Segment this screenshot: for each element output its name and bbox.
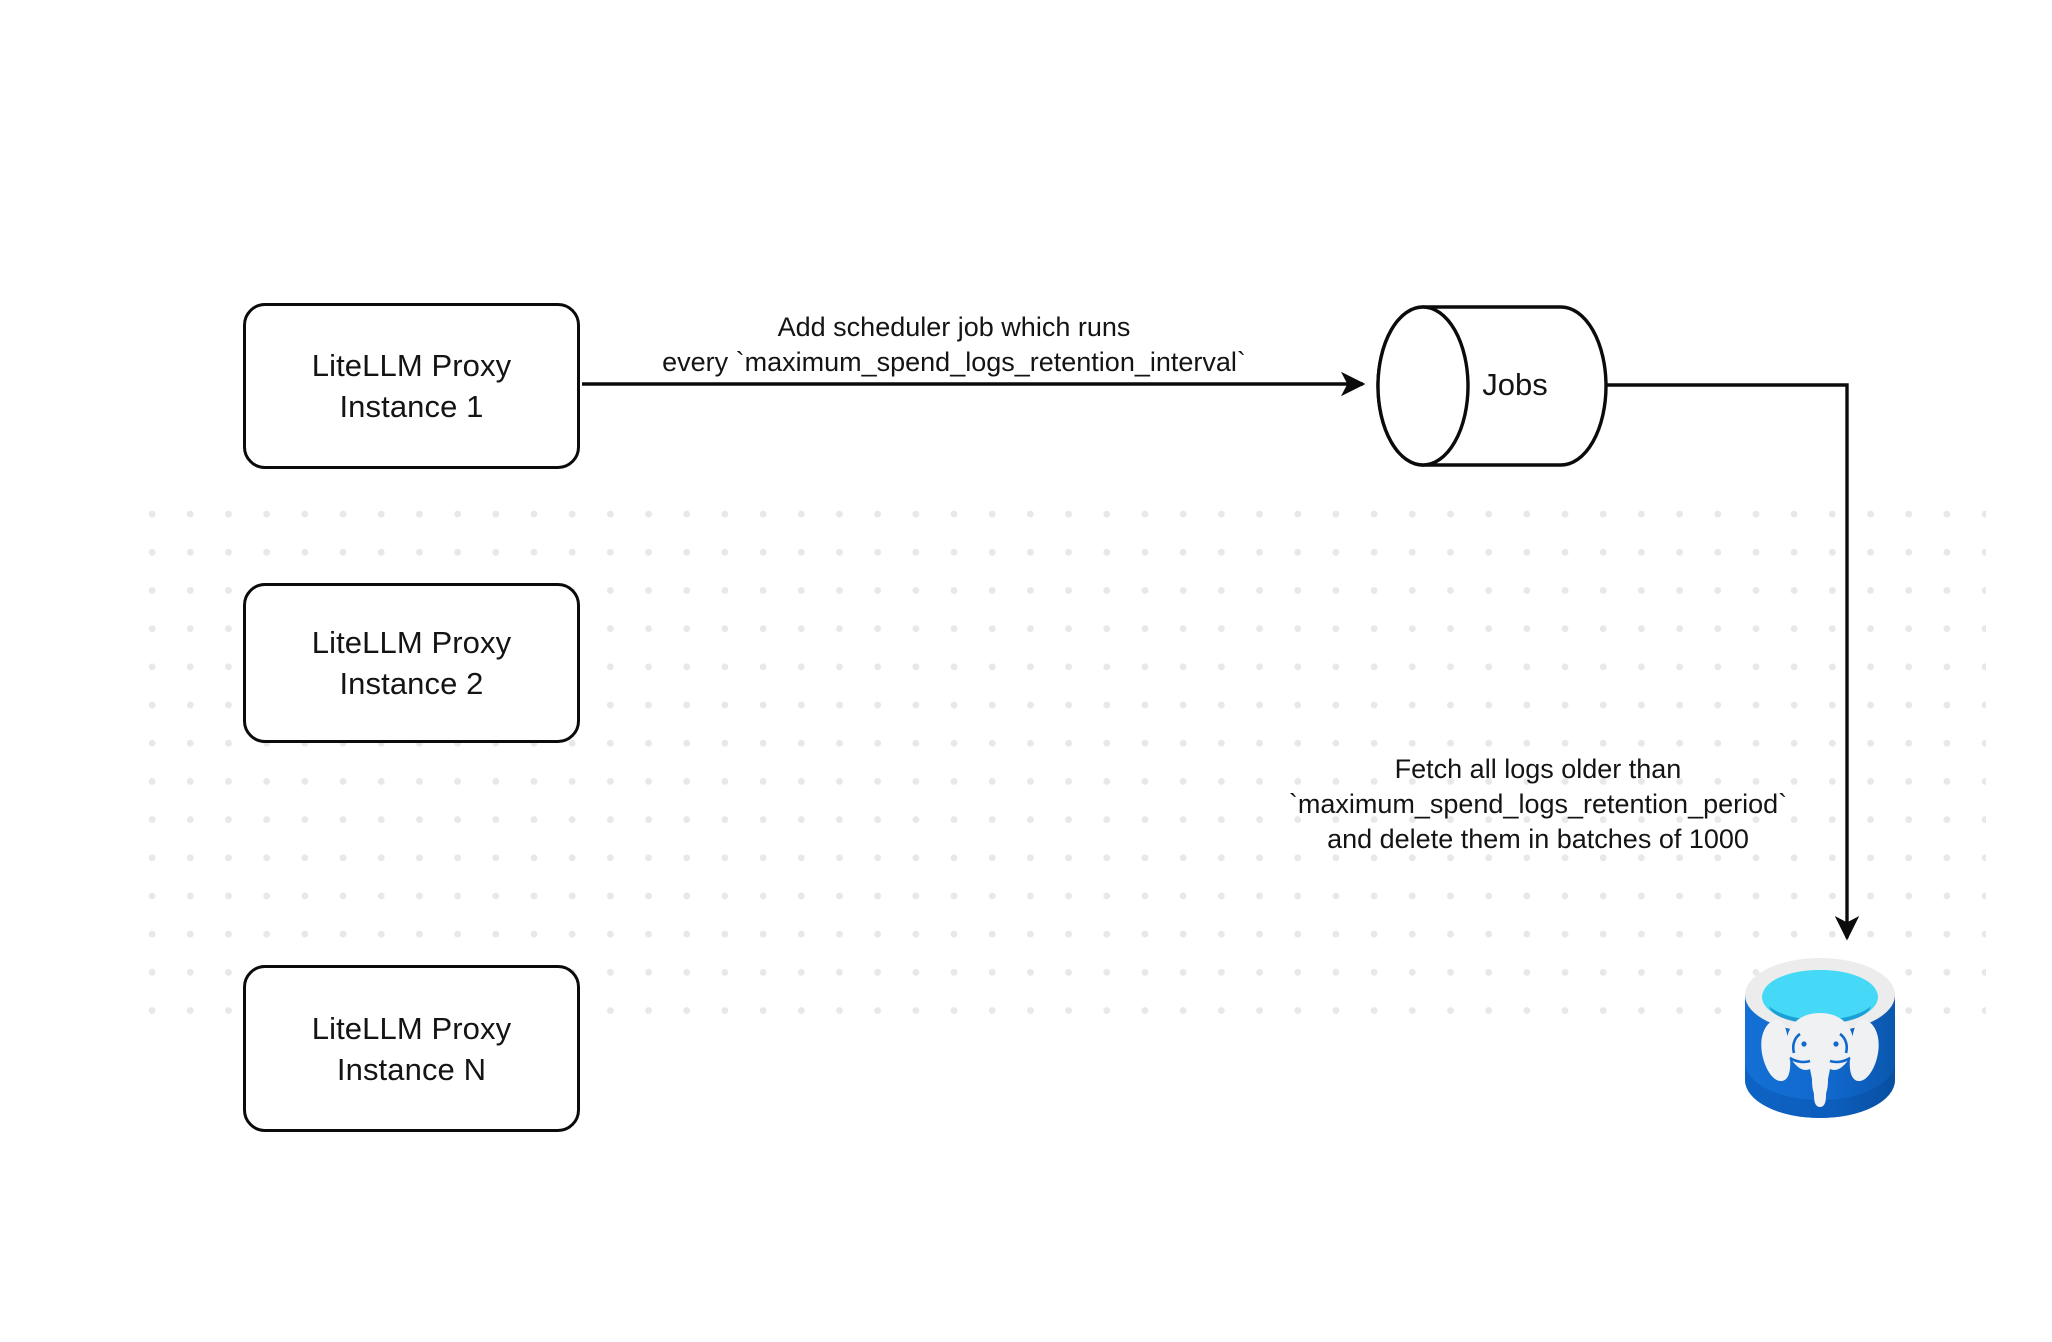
edge-label-line: and delete them in batches of 1000	[1327, 824, 1749, 854]
edge-label-highlight: Fetch all logs older than	[1394, 754, 1682, 784]
edge-label-rest: job which runs	[950, 312, 1131, 342]
edge-label-line: Fetch all logs older than	[1258, 752, 1818, 787]
node-litellm-proxy-instance-1[interactable]: LiteLLM Proxy Instance 1	[243, 303, 580, 469]
edge-label-line: `maximum_spend_logs_retention_period`	[1288, 789, 1788, 819]
node-label: LiteLLM Proxy Instance N	[311, 1010, 512, 1087]
edge-label-retention: Fetch all logs older than `maximum_spend…	[1258, 752, 1818, 857]
node-jobs-store[interactable]: Jobs	[1378, 305, 1606, 465]
edge-label-scheduler: Add scheduler job which runs every `maxi…	[603, 310, 1305, 380]
postgresql-elephant-detail	[1789, 1032, 1851, 1064]
node-label: LiteLLM Proxy Instance 1	[311, 348, 512, 424]
node-label: LiteLLM Proxy Instance 2	[311, 625, 512, 701]
postgresql-elephant-icon	[1761, 1013, 1879, 1107]
node-label: Jobs	[1482, 367, 1548, 402]
edge-label-line: every `maximum_spend_logs_retention_inte…	[662, 347, 1246, 377]
edge-label-highlight: Add scheduler	[777, 312, 951, 342]
node-litellm-proxy-instance-2[interactable]: LiteLLM Proxy Instance 2	[243, 583, 580, 743]
edge-retention-connector	[1606, 383, 1860, 941]
node-litellm-proxy-instance-n[interactable]: LiteLLM Proxy Instance N	[243, 965, 580, 1132]
edge-label-line: Add scheduler job which runs	[603, 310, 1305, 345]
jobs-cylinder-shape	[1376, 305, 1608, 467]
